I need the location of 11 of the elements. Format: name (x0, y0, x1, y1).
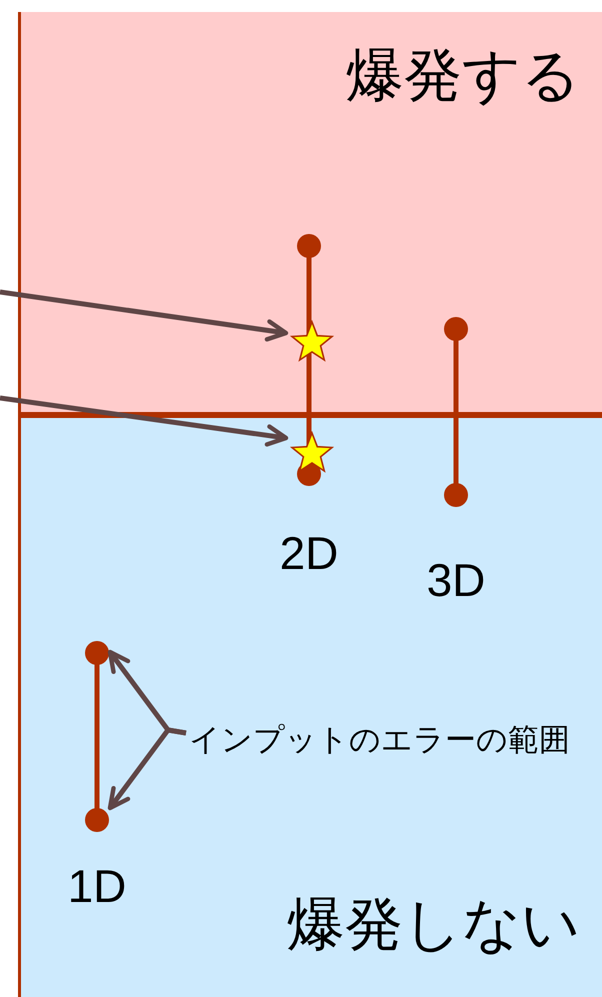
shaded-region (18, 412, 602, 997)
bar-label: 3D (426, 554, 486, 606)
arrow (0, 396, 288, 447)
shaded-region (18, 12, 602, 412)
annotation-text: インプットのエラーの範囲 (189, 718, 591, 762)
leader-line (108, 728, 186, 810)
bar-label: 1D (66, 860, 128, 912)
bar-label: 2D (278, 527, 340, 579)
region-label: 爆発しない (287, 891, 580, 957)
arrow (0, 290, 288, 342)
region-label: 爆発する (346, 42, 580, 108)
